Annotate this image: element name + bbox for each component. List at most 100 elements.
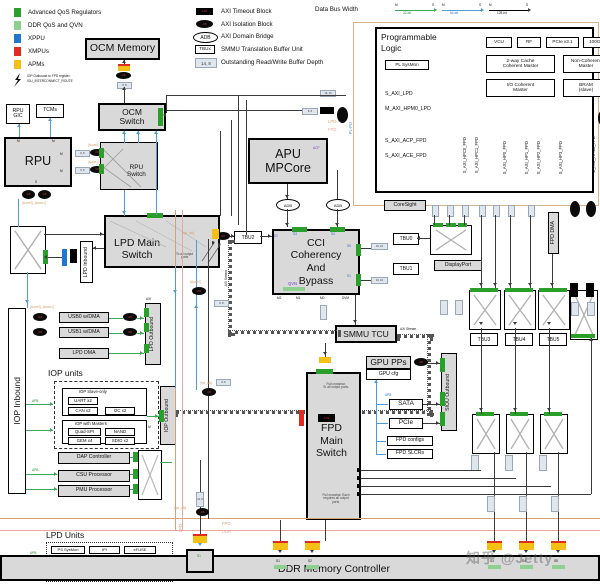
pl-stub-arrow-5 xyxy=(507,283,512,286)
fpdcfg-apb-link xyxy=(376,441,386,442)
rpusw-ocm-arrow-1 xyxy=(135,131,140,134)
tbu4-arrow xyxy=(512,322,517,325)
fpd-main-switch-label: FPD Main Switch xyxy=(316,422,347,460)
tbu0-xbar-arrow xyxy=(417,235,420,240)
iop-i2c: I2C x2 xyxy=(105,407,135,415)
pl-stub-arrow-6 xyxy=(527,283,532,286)
rpu-down-link xyxy=(18,199,19,227)
usb1-link xyxy=(109,333,123,334)
cci-s1-link xyxy=(361,280,371,281)
bus-0-width: 32-bit xyxy=(403,11,411,15)
fpd-port-mark-2 xyxy=(357,484,361,488)
adb-icon: ADB xyxy=(193,32,218,43)
bus-1-line xyxy=(442,10,482,11)
ddr-xbar-buf-2 xyxy=(505,455,513,471)
rpu-gic-block: RPU GIC xyxy=(6,104,30,124)
hpc-crossbar-port-1 xyxy=(446,223,456,227)
acp-to-adb-link xyxy=(337,170,338,199)
pl-stub-line-0 xyxy=(434,215,435,225)
hpm-return-line xyxy=(591,338,592,494)
fpd-ddr-link-0 xyxy=(325,520,326,541)
outstanding-buffer-icon: 14, 8 xyxy=(195,58,217,68)
apu-mpcore-label: APU MPCore xyxy=(265,146,311,175)
pcie-apb-link xyxy=(376,423,388,424)
fpd-out-bus-3 xyxy=(361,494,591,495)
crossbar-out-link xyxy=(160,462,172,463)
crossbar-port-pmu xyxy=(133,484,138,494)
lpd-switch-port-top xyxy=(147,213,163,218)
pl-stub-arrow-4 xyxy=(492,283,497,286)
legend-bus-width: Data Bus Width M S 32-bit M S 64-bit M S… xyxy=(315,2,531,24)
lpd-ddr-aib-note: [fpd_aib] xyxy=(174,506,187,510)
ddr-apm-s5 xyxy=(551,541,566,550)
lpd-pl-aib xyxy=(337,107,348,123)
pcie-label: PCIe xyxy=(398,419,414,427)
tbu2-aib: AIB xyxy=(216,232,230,240)
iop-outbound-arrow xyxy=(155,413,158,418)
csu-processor-label: CSU Processor xyxy=(76,472,112,479)
pl-stub-line-2 xyxy=(464,215,465,225)
cci-smmu-link xyxy=(355,295,356,325)
bus-1-slave: S xyxy=(479,3,482,7)
lpd-units-title: LPD Units xyxy=(46,530,85,540)
lpd-outbound-block: LPD Outbound xyxy=(145,303,161,365)
lpd-inbound-atb xyxy=(70,249,77,263)
pl-second-bus xyxy=(166,110,302,111)
rpu-aib-note-2: [slave0], [slave1] xyxy=(22,201,46,205)
upper-aib: AIB xyxy=(192,287,206,295)
iop-outbound-link xyxy=(147,416,159,417)
hpc-crossbar xyxy=(430,225,472,255)
gpu-pps-block: GPU PPs xyxy=(366,356,411,369)
hp-crossbar-5-port xyxy=(539,288,567,292)
axi-stream-right-vert xyxy=(427,334,431,416)
hpm-return-arrow xyxy=(588,338,593,341)
lpd-outbound-port-1 xyxy=(144,323,149,332)
cci-s1-buffer: 16, 16 xyxy=(371,277,388,284)
pmu-processor-block: PMU Processor xyxy=(58,485,130,497)
dap-link xyxy=(130,457,134,458)
legend-swatch-ddrqos xyxy=(14,21,21,30)
cci-m0-buffer xyxy=(320,305,327,320)
ocm-right-arrow xyxy=(163,113,166,117)
bus-2-width: 128-bit xyxy=(497,11,507,15)
pmu-link xyxy=(130,489,134,490)
legend-label-4: APMs xyxy=(28,61,45,68)
cci-port-label-dvm: DVM xyxy=(342,296,350,300)
lpd-switch-apm xyxy=(212,229,219,239)
atb-icon: ATB xyxy=(196,8,213,15)
pmu-apb-link xyxy=(26,489,57,490)
lpd-outbound-port-2 xyxy=(144,344,149,353)
tbu1-block: TBU1 xyxy=(393,263,419,275)
ddr-s0-apm xyxy=(193,534,207,543)
lpd-blue-arrow-2 xyxy=(193,305,198,308)
ocm-pl-spine xyxy=(246,100,247,235)
dap-controller-label: DAP Controller xyxy=(76,454,112,461)
programmable-logic-block: Programmable Logic PL SysMon VCU RF PCIe… xyxy=(375,27,600,193)
lpd-pl-buffer-1: 8, 8 xyxy=(302,108,318,115)
lpd-blue-spine-2 xyxy=(196,240,197,390)
fpd-ddr-label-1: FPD xyxy=(222,521,231,526)
siou-outbound-label: SIOU Outbound xyxy=(445,373,452,411)
legend-label-3: XMPUs xyxy=(28,48,49,55)
apu-to-adb-arrow xyxy=(284,195,289,198)
axi-stream-vert xyxy=(228,240,232,336)
lpd-dma-block: LPD DMA xyxy=(59,348,109,359)
cci-s0-buffer: 16, 16 xyxy=(371,243,388,250)
adb-acp-cci: ADB xyxy=(326,199,350,211)
pl-port-m-axi-hpm0-fpd: M_AXI_HPM0_FPD xyxy=(590,135,596,174)
csu-processor-block: CSU Processor xyxy=(58,470,130,482)
fpd-switch-xmpu xyxy=(299,410,304,426)
rpusw-lpdsw-arrow xyxy=(121,211,126,214)
rpu-buf-1: 8, 8 xyxy=(75,167,90,174)
iop-sdio: SDIO x2 xyxy=(105,437,135,445)
tcms-label: TCMs xyxy=(43,107,57,114)
cci-s0-link xyxy=(361,248,371,249)
iop-inbound-block: IOP Inbound xyxy=(8,308,26,494)
iop-nand: NAND xyxy=(105,428,135,436)
left-xbar-top-arrow xyxy=(100,231,103,236)
fpd-apb-tag: APB xyxy=(385,393,392,397)
axi-stream-horz xyxy=(228,330,341,334)
smmu-fpd-link xyxy=(325,343,326,357)
pl-port-s-axi-hpc0-fpd: S_AXI_HPC0_FPD xyxy=(461,137,467,174)
iop-master-tag: M xyxy=(148,425,151,429)
